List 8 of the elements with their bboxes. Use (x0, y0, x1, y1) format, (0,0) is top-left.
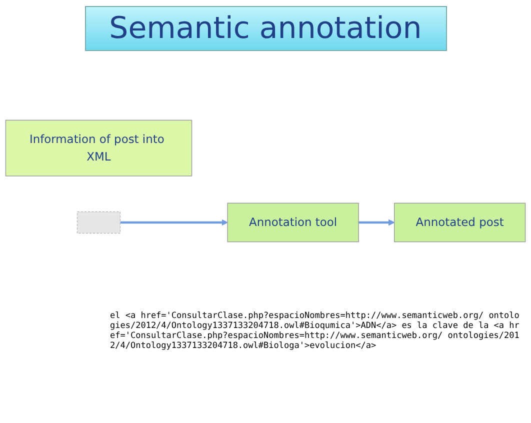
node-box: Information of post into XML (5, 120, 192, 176)
node-box: Annotated post (394, 202, 526, 242)
diagram-title: Semantic annotation (84, 6, 446, 51)
node-box: Annotation tool (227, 202, 359, 242)
arrow (120, 219, 228, 226)
arrow (358, 219, 395, 226)
code-snippet: el <a href='ConsultarClase.php?espacioNombres=http://www.semanticweb.org/ ontologies/2012/4/Ontology1337133204718.owl#Bioqumica'>ADN</a> es la clave de la <a href='ConsultarClase.php?espacioNombres=http://www.semanticweb.org/ ontologies/2012/4/Ontology1337133204718.owl#Biologa'>evolucion</a> (110, 311, 520, 351)
node-picture (76, 211, 121, 234)
